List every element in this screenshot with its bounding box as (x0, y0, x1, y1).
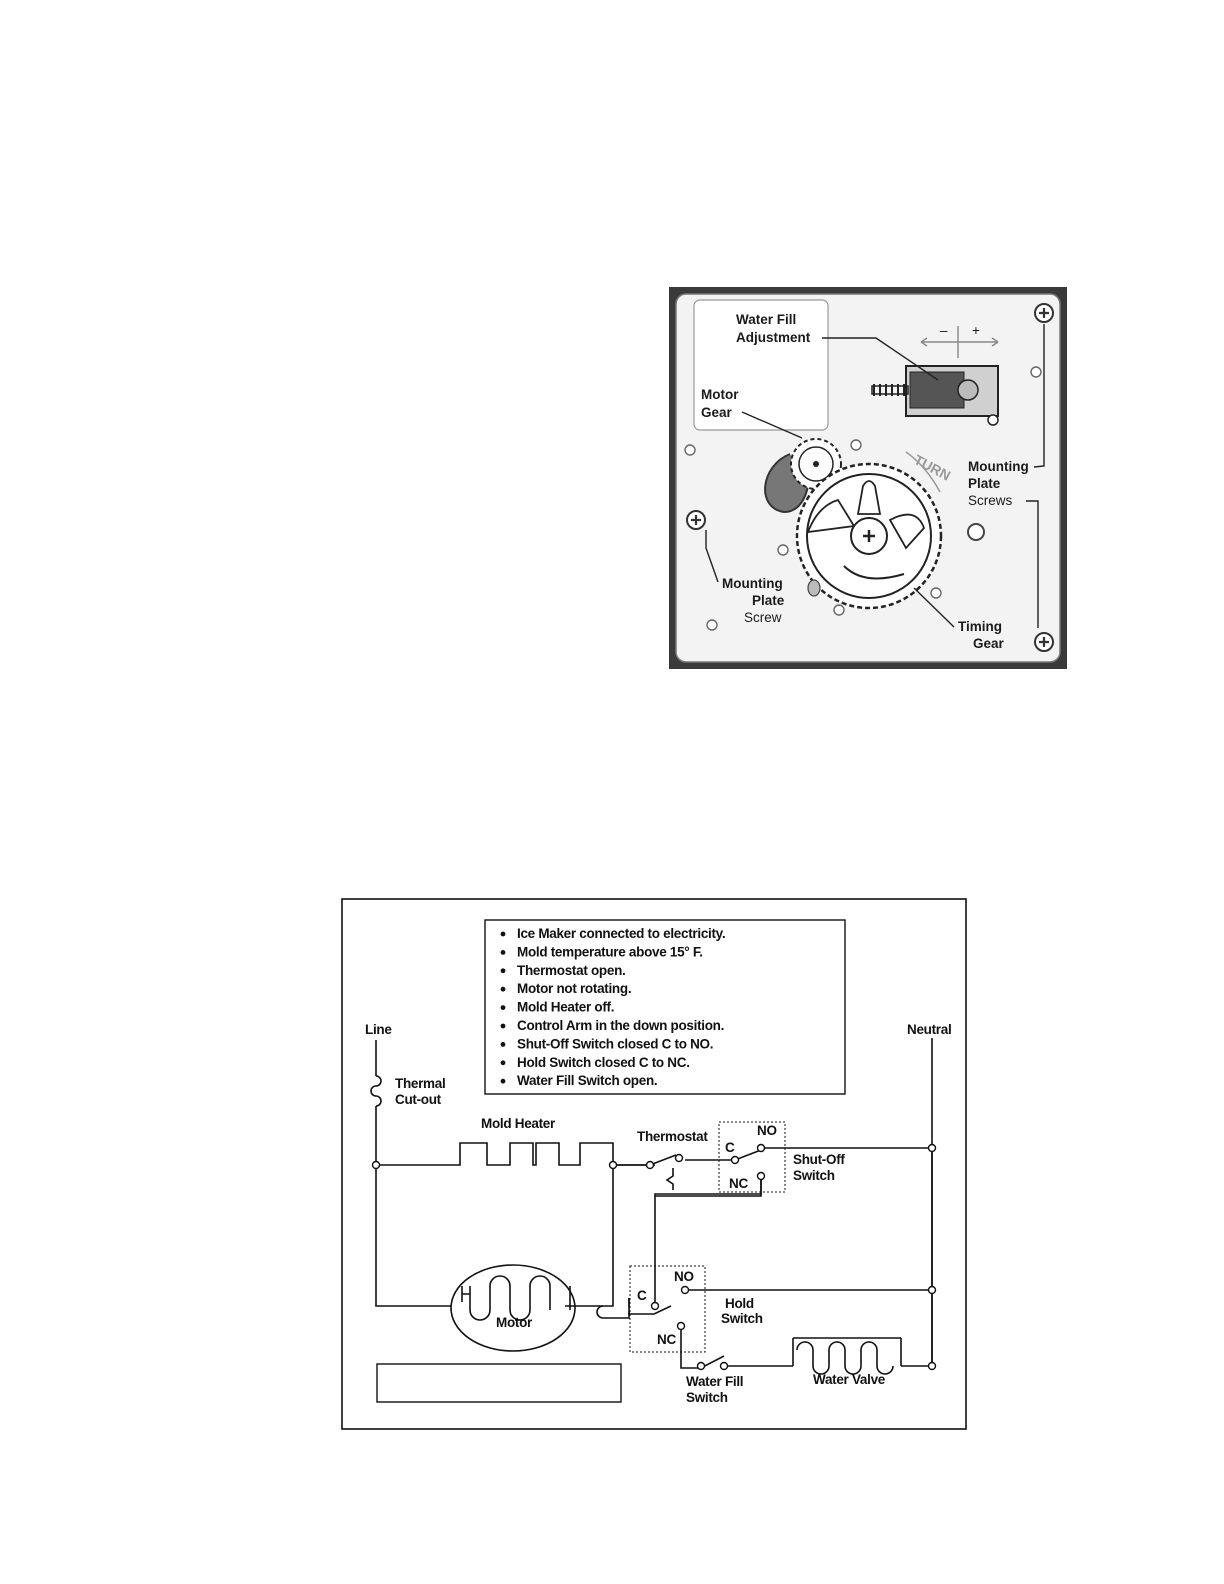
hold-no-label: NO (674, 1269, 694, 1284)
mounting-plate-screws-label-3: Screws (968, 493, 1013, 508)
plus-label: + (972, 323, 980, 338)
water-fill-label: Water Fill (736, 312, 796, 327)
timing-gear-label-2: Gear (973, 636, 1005, 651)
conditions-box (484, 919, 846, 1095)
motor-label: Motor (496, 1315, 533, 1330)
hold-switch-label-2: Switch (721, 1311, 763, 1326)
bullet-icon (500, 1042, 506, 1047)
bullet-icon (500, 931, 506, 937)
bullet-icon (500, 1060, 506, 1066)
water-valve (792, 1337, 902, 1375)
hold-nc-label: NC (657, 1332, 676, 1347)
bullet-icon (500, 1005, 506, 1010)
thermal-cutout-label-2: Cut-out (395, 1092, 442, 1107)
hold-switch-label: Hold (725, 1296, 754, 1311)
hold-c-label: C (637, 1288, 647, 1303)
stud (807, 579, 821, 597)
water-valve-label: Water Valve (813, 1372, 886, 1387)
shutoff-switch-label: Shut-Off (793, 1152, 845, 1167)
shutoff-no-label: NO (757, 1123, 777, 1138)
shutoff-switch-label-2: Switch (793, 1168, 835, 1183)
condition-item: Control Arm in the down position. (517, 1018, 724, 1033)
bullet-icon (500, 1023, 506, 1029)
condition-item: Hold Switch closed C to NC. (517, 1055, 690, 1070)
mounting-plate-screws-label: Mounting (968, 459, 1029, 474)
condition-item: Motor not rotating. (517, 981, 631, 996)
wiring-diagram: Ice Maker connected to electricity. Mold … (341, 898, 967, 1430)
mounting-plate-screw-label-3: Screw (744, 610, 782, 625)
water-fill-switch-label: Water Fill (686, 1374, 743, 1389)
timing-gear (795, 462, 943, 610)
inset-panel (693, 299, 829, 431)
thermostat-label: Thermostat (637, 1129, 708, 1144)
mounting-screw-icon (1034, 632, 1054, 652)
control-plate-illustration: – + TURN Water Fill Adjustment Motor Gea… (669, 287, 1067, 669)
timing-gear-label: Timing (958, 619, 1002, 634)
condition-item: Shut-Off Switch closed C to NO. (517, 1036, 713, 1051)
water-fill-switch-label-2: Switch (686, 1390, 728, 1405)
motor (450, 1264, 576, 1352)
condition-item: Thermostat open. (517, 963, 625, 978)
turn-arrow-icon (905, 451, 941, 493)
conditions-list: Ice Maker connected to electricity. Mold … (500, 926, 726, 1088)
minus-label: – (940, 323, 948, 338)
mold-heater-label: Mold Heater (481, 1116, 556, 1131)
shutoff-nc-label: NC (729, 1176, 748, 1191)
shutoff-c-label: C (725, 1140, 735, 1155)
diagram-labels: Line Neutral Thermal Cut-out Mold Heater… (365, 1022, 952, 1405)
adjustment-label: Adjustment (736, 330, 811, 345)
water-fill-adjustment-screw (871, 365, 999, 426)
bullet-icon (500, 950, 506, 955)
condition-item: Ice Maker connected to electricity. (517, 926, 725, 941)
junction-dots (371, 1143, 937, 1371)
mounting-plate-screws-label-2: Plate (968, 476, 1001, 491)
condition-item: Water Fill Switch open. (517, 1073, 657, 1088)
neutral-label: Neutral (907, 1022, 951, 1037)
thermal-cutout-label: Thermal (395, 1076, 445, 1091)
bullet-icon (500, 1078, 506, 1084)
bullet-icon (500, 986, 506, 992)
mounting-screw-icon (686, 510, 706, 530)
leader-lines (705, 324, 1045, 628)
motor-gear-label-2: Gear (701, 405, 733, 420)
bullet-icon (500, 968, 506, 974)
plate-holes (684, 366, 1042, 631)
condition-item: Mold Heater off. (517, 1000, 614, 1015)
adjustment-direction-arrow-icon (920, 326, 999, 358)
shutoff-switch-enclosure (718, 1121, 786, 1193)
mounting-screw-icon (1034, 303, 1054, 323)
motor-gear-label: Motor (701, 387, 739, 402)
line-label: Line (365, 1022, 392, 1037)
condition-item: Mold temperature above 15° F. (517, 944, 703, 959)
hold-switch-enclosure (629, 1265, 706, 1353)
blank-note-box (376, 1363, 622, 1403)
mounting-plate-screw-label-2: Plate (752, 593, 785, 608)
mounting-plate-screw-label: Mounting (722, 576, 783, 591)
pivot-stud (967, 523, 985, 541)
